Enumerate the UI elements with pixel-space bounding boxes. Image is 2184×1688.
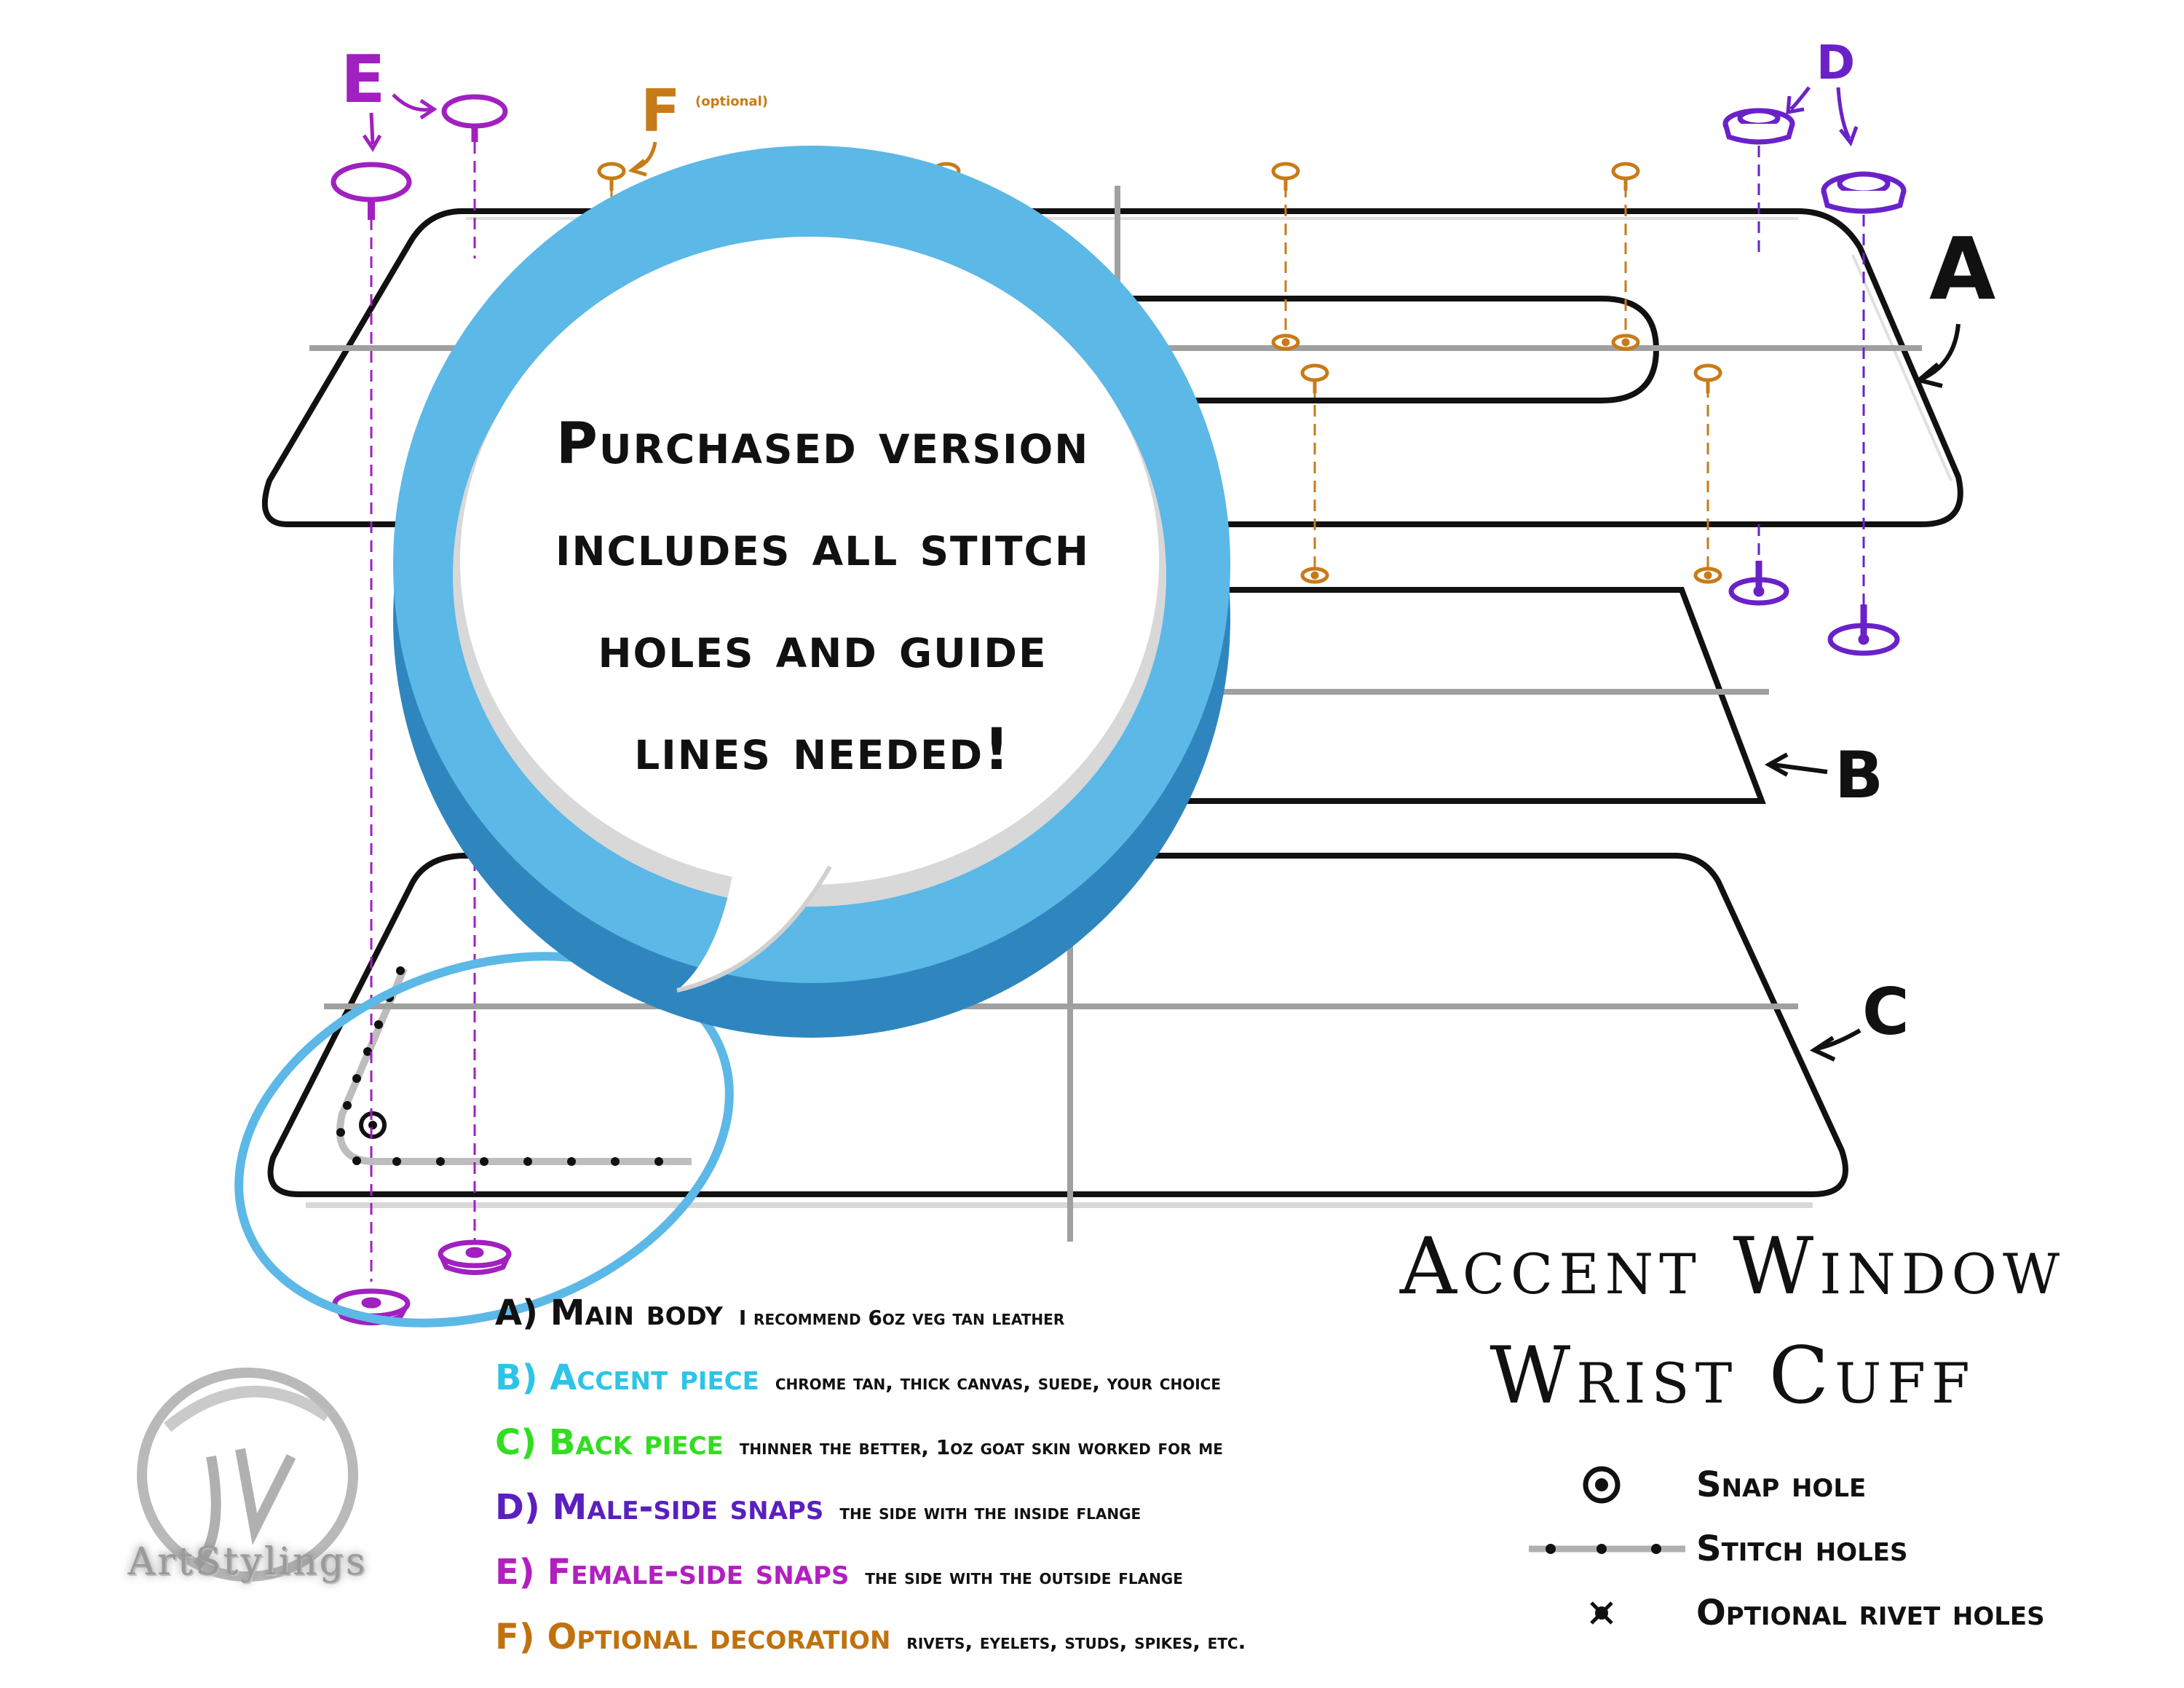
arrow-icon — [362, 134, 382, 152]
female-snap-socket-icon — [438, 1239, 512, 1275]
legend-label: B) Accent piece — [495, 1357, 759, 1398]
legend-label: C) Back piece — [495, 1422, 724, 1463]
bubble-line: includes all stitch — [555, 513, 1090, 579]
piece-label-c: C — [1809, 974, 1910, 1062]
legend-desc: the side with the inside flange — [839, 1500, 1142, 1524]
hardware-label-f: F (optional) — [628, 77, 768, 177]
parts-legend: A) Main body I recommend 6oz veg tan lea… — [495, 1293, 1340, 1681]
key-snap-hole: Snap hole — [1696, 1464, 1867, 1505]
title-line-2: Wrist Cuff — [1489, 1330, 1976, 1421]
bubble-line: lines needed! — [634, 717, 1011, 783]
male-snap-icons — [1722, 108, 1907, 656]
male-snap-stud-icon — [1722, 108, 1795, 145]
female-snap-icons — [331, 94, 512, 1325]
arrow-icon — [419, 98, 438, 120]
rivet-icon — [1693, 363, 1722, 393]
hardware-drop-lines — [370, 142, 1865, 1282]
logo-mark-icon — [137, 1368, 358, 1582]
piece-b-accent — [1165, 587, 1766, 804]
piece-label-b: B — [1764, 738, 1883, 813]
bubble-message: Purchased version includes all stitch ho… — [459, 393, 1187, 801]
logo-wordmark: ArtStylings — [127, 1540, 368, 1584]
diagram-title: Accent Window Wrist Cuff — [1296, 1212, 2169, 1431]
stitch-holes-icon — [1529, 1544, 1685, 1554]
bubble-line: holes and guide — [598, 615, 1048, 681]
piece-label-a: A — [1914, 218, 1995, 388]
legend-item-a: A) Main body I recommend 6oz veg tan lea… — [495, 1293, 1340, 1357]
arrow-icon — [1839, 126, 1859, 147]
legend-desc: rivets, eyelets, studs, spikes, etc. — [906, 1630, 1246, 1654]
bubble-line: Purchased version — [555, 411, 1090, 477]
title-line-1: Accent Window — [1399, 1221, 2066, 1312]
symbol-key-icons — [1529, 1466, 1685, 1625]
male-snap-post-icon — [1827, 604, 1900, 656]
rivet-icon — [597, 162, 626, 191]
rivet-icon — [1271, 162, 1300, 191]
legend-desc: the side with the outside flange — [865, 1565, 1183, 1589]
key-stitch-holes: Stitch holes — [1696, 1529, 1908, 1569]
male-snap-stud-icon — [1821, 171, 1907, 214]
zoom-loop — [234, 952, 734, 1328]
legend-label: E) Female-side snaps — [495, 1552, 850, 1593]
legend-item-b: B) Accent piece chrome tan, thick canvas… — [495, 1357, 1340, 1422]
svg-text:E: E — [341, 42, 385, 118]
symbol-key: Snap hole Stitch holes Optional rivet ho… — [1696, 1453, 2045, 1645]
stitch-hole-dots — [336, 966, 663, 1166]
snap-hole-icon — [1583, 1466, 1621, 1504]
arrow-icon — [1764, 752, 1789, 777]
svg-text:A: A — [1929, 218, 1995, 319]
rivet-hole-icon — [1693, 567, 1722, 584]
legend-item-f: F) Optional decoration rivets, eyelets, … — [495, 1617, 1340, 1681]
arrow-icon — [1809, 1036, 1836, 1062]
legend-desc: I recommend 6oz veg tan leather — [738, 1306, 1065, 1330]
legend-desc: chrome tan, thick canvas, suede, your ch… — [775, 1370, 1222, 1395]
legend-item-c: C) Back piece thinner the better, 1oz go… — [495, 1422, 1340, 1487]
arrow-icon — [1914, 362, 1943, 388]
female-snap-cap-icon — [441, 94, 508, 142]
legend-item-d: D) Male-side snaps the side with the ins… — [495, 1487, 1340, 1552]
hardware-label-d: D — [1786, 36, 1859, 147]
svg-text:D: D — [1816, 36, 1855, 90]
speech-bubble — [234, 146, 1230, 1328]
legend-label: A) Main body — [495, 1293, 723, 1333]
key-rivet-holes: Optional rivet holes — [1696, 1593, 2045, 1633]
rivet-icon — [1300, 363, 1329, 393]
rivet-hole-icon — [1590, 1601, 1613, 1625]
female-snap-cap-icon — [331, 162, 412, 220]
legend-label: F) Optional decoration — [495, 1617, 891, 1657]
svg-text:B: B — [1835, 738, 1883, 813]
rivet-hole-icon — [1300, 567, 1329, 584]
rivet-hole-icon — [1611, 334, 1640, 351]
legend-label: D) Male-side snaps — [495, 1487, 824, 1528]
arrow-icon — [628, 159, 647, 177]
rivet-icon — [1611, 162, 1640, 191]
svg-text:(optional): (optional) — [695, 94, 768, 109]
svg-text:C: C — [1862, 974, 1910, 1049]
male-snap-post-icon — [1728, 561, 1789, 606]
svg-text:F: F — [641, 77, 681, 145]
rivet-hole-icon — [1271, 334, 1300, 351]
legend-item-e: E) Female-side snaps the side with the o… — [495, 1552, 1340, 1617]
hardware-label-e: E — [341, 42, 438, 152]
arrow-icon — [1786, 95, 1805, 115]
legend-desc: thinner the better, 1oz goat skin worked… — [739, 1435, 1223, 1459]
